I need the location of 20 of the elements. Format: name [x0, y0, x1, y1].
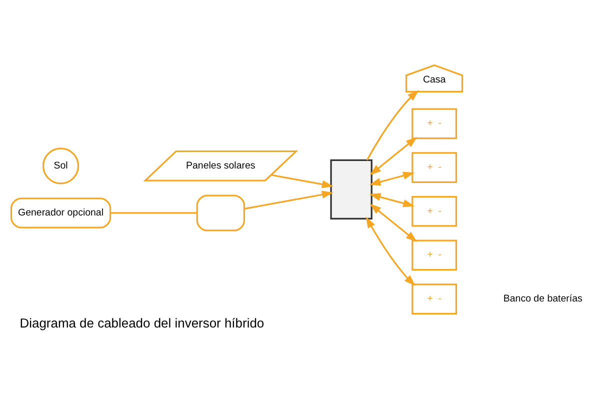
arrow: [370, 136, 418, 176]
arrow: [369, 172, 415, 186]
node-box: + -: [412, 196, 458, 227]
caption: Diagrama de cableado del inversor híbrido: [20, 315, 264, 330]
arrow: [366, 216, 416, 286]
node-circle: Sol: [42, 148, 80, 184]
label: Banco de baterías: [503, 294, 582, 305]
node-box: + -: [412, 152, 458, 183]
node-box: [330, 159, 372, 220]
connector: [110, 212, 198, 214]
node-box: + -: [412, 284, 458, 314]
arrow: [370, 204, 418, 242]
arrow: [366, 90, 419, 161]
node-box: Generador opcional: [10, 198, 112, 228]
arrow: [244, 190, 334, 210]
node-box: + -: [412, 108, 458, 140]
arrow: [271, 174, 334, 188]
arrow: [369, 193, 415, 208]
node-box: [196, 194, 245, 232]
node-box: + -: [412, 240, 458, 271]
